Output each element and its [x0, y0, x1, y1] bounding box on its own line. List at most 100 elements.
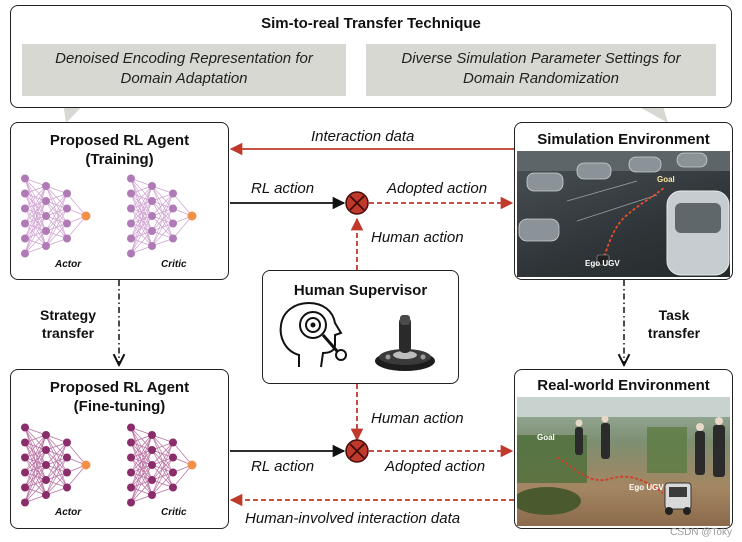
actor-net-training-edge: [45, 193, 68, 217]
actor-net-training-node: [21, 189, 29, 198]
critic-net-finetune-edge: [151, 442, 174, 466]
real-env-title: Real-world Environment: [537, 377, 710, 394]
critic-net-training-edge: [130, 185, 153, 224]
sim-ugv-label: Ego UGV: [585, 259, 620, 268]
critic-net-finetune-node: [148, 476, 156, 484]
critic-net-training-edge: [172, 215, 193, 239]
critic-net-training-edge: [130, 230, 153, 254]
critic-net-finetune-edge: [172, 442, 193, 466]
critic-net-training-node: [127, 189, 135, 198]
actor-net-training-node: [21, 249, 29, 258]
actor-net-finetune-node: [21, 498, 29, 507]
actor-net-training-edge: [24, 200, 47, 254]
actor-net-training-node: [81, 211, 91, 221]
agent-training-title-2: (Training): [85, 151, 154, 168]
critic-net-finetune-edge: [151, 472, 174, 496]
actor-net-finetune-edge: [24, 449, 47, 503]
actor-net-training-edge: [45, 223, 68, 247]
critic-net-training-edge: [130, 200, 153, 254]
adopted-action-top-label: Adopted action: [387, 180, 488, 197]
strategy-transfer-line-1: Strategy: [39, 307, 97, 323]
critic-net-training-edge: [151, 223, 174, 247]
critic-net-training-edge: [172, 193, 193, 217]
actor-net-training-edge: [66, 215, 87, 239]
human-supervisor-box: Human Supervisor: [262, 270, 459, 384]
actor-net-training-edge: [24, 185, 47, 224]
real-env-scene: Goal Ego UGV: [517, 397, 730, 526]
actor-net-finetune-edge: [45, 472, 68, 496]
critic-net-training-node: [187, 211, 197, 221]
critic-net-training-edge: [151, 193, 174, 232]
critic-net-training-node: [127, 234, 135, 243]
actor-net-finetune-edge: [24, 464, 47, 503]
actor-net-training-edge: [24, 230, 47, 254]
actor-net-finetune-node: [21, 438, 29, 447]
real-scene-drawing: [517, 397, 730, 515]
actor-net-finetune-edge: [45, 442, 68, 481]
combiner-bottom-node: [345, 439, 369, 463]
sim-env-scene: Goal Ego UGV: [517, 151, 730, 277]
sim-env-title: Simulation Environment: [537, 131, 710, 148]
critic-net-finetune-node: [127, 483, 135, 492]
left-callout-line-2: Domain Adaptation: [120, 70, 248, 87]
actor-net-training-node: [42, 227, 50, 235]
critic-net-training-edge: [151, 208, 174, 247]
adopted-action-bottom-label: Adopted action: [385, 458, 486, 475]
critic-net-finetune-edge: [151, 442, 174, 481]
left-callout-line-1: Denoised Encoding Representation for: [55, 50, 313, 67]
critic-net-finetune-node: [169, 483, 177, 492]
actor-net-finetune-node: [21, 423, 29, 432]
critic-net-training-edge: [151, 193, 174, 247]
critic-net-training-node: [169, 189, 177, 198]
actor-net-training-node: [63, 204, 71, 213]
actor-net-training-node: [21, 204, 29, 213]
critic-net-finetune-node: [127, 468, 135, 477]
actor-net-training-edge: [24, 185, 47, 254]
critic-net-finetune-node: [148, 446, 156, 454]
strategy-transfer-label: Strategy transfer: [28, 306, 108, 342]
critic-net-finetune-node: [127, 423, 135, 432]
critic-net-training-edge: [130, 185, 153, 209]
critic-net-training-node: [127, 204, 135, 213]
critic-net-training-node: [148, 197, 156, 205]
critic-net-training-edge: [130, 215, 153, 254]
right-callout-line-1: Diverse Simulation Parameter Settings fo…: [401, 50, 681, 67]
human-action-bottom-label: Human action: [371, 410, 464, 427]
critic-label-finetune: Critic: [161, 507, 187, 518]
critic-net-finetune-node: [148, 431, 156, 439]
critic-net-training-edge: [130, 185, 153, 254]
actor-net-training-edge: [45, 193, 68, 232]
actor-net-training-node: [42, 212, 50, 220]
human-action-top-label: Human action: [371, 229, 464, 246]
actor-net-training-node: [21, 174, 29, 183]
sim-goal-label: Goal: [657, 175, 675, 184]
actor-net-training-node: [21, 234, 29, 243]
critic-label-training: Critic: [161, 259, 187, 270]
human-head-icon: [279, 301, 347, 368]
critic-net-training-node: [169, 204, 177, 213]
actor-net-finetune-node: [81, 460, 91, 470]
left-callout: Denoised Encoding Representation for Dom…: [22, 44, 346, 96]
critic-net-finetune-node: [127, 438, 135, 447]
critic-net-finetune-node: [169, 453, 177, 462]
critic-net-training-edge: [130, 185, 153, 239]
actor-net-finetune-node: [63, 483, 71, 492]
rl-action-top-label: RL action: [251, 180, 315, 197]
actor-net-finetune-edge: [45, 442, 68, 496]
nn-training-diagram: [21, 174, 197, 258]
actor-net-training-node: [21, 219, 29, 228]
critic-net-finetune-edge: [172, 464, 193, 488]
actor-net-finetune-edge: [24, 434, 47, 473]
agent-training-box: Proposed RL Agent (Training) Actor Criti…: [10, 122, 229, 280]
actor-net-finetune-node: [21, 483, 29, 492]
critic-net-finetune-node: [148, 491, 156, 499]
actor-net-training-node: [42, 182, 50, 190]
critic-net-finetune-edge: [130, 434, 153, 473]
critic-net-finetune-node: [127, 453, 135, 462]
actor-net-finetune-node: [63, 468, 71, 477]
critic-net-finetune-edge: [151, 442, 174, 496]
critic-net-finetune-edge: [130, 434, 153, 488]
actor-net-finetune-edge: [45, 457, 68, 496]
supervisor-icons: [279, 301, 435, 371]
critic-net-finetune-edge: [130, 434, 153, 503]
